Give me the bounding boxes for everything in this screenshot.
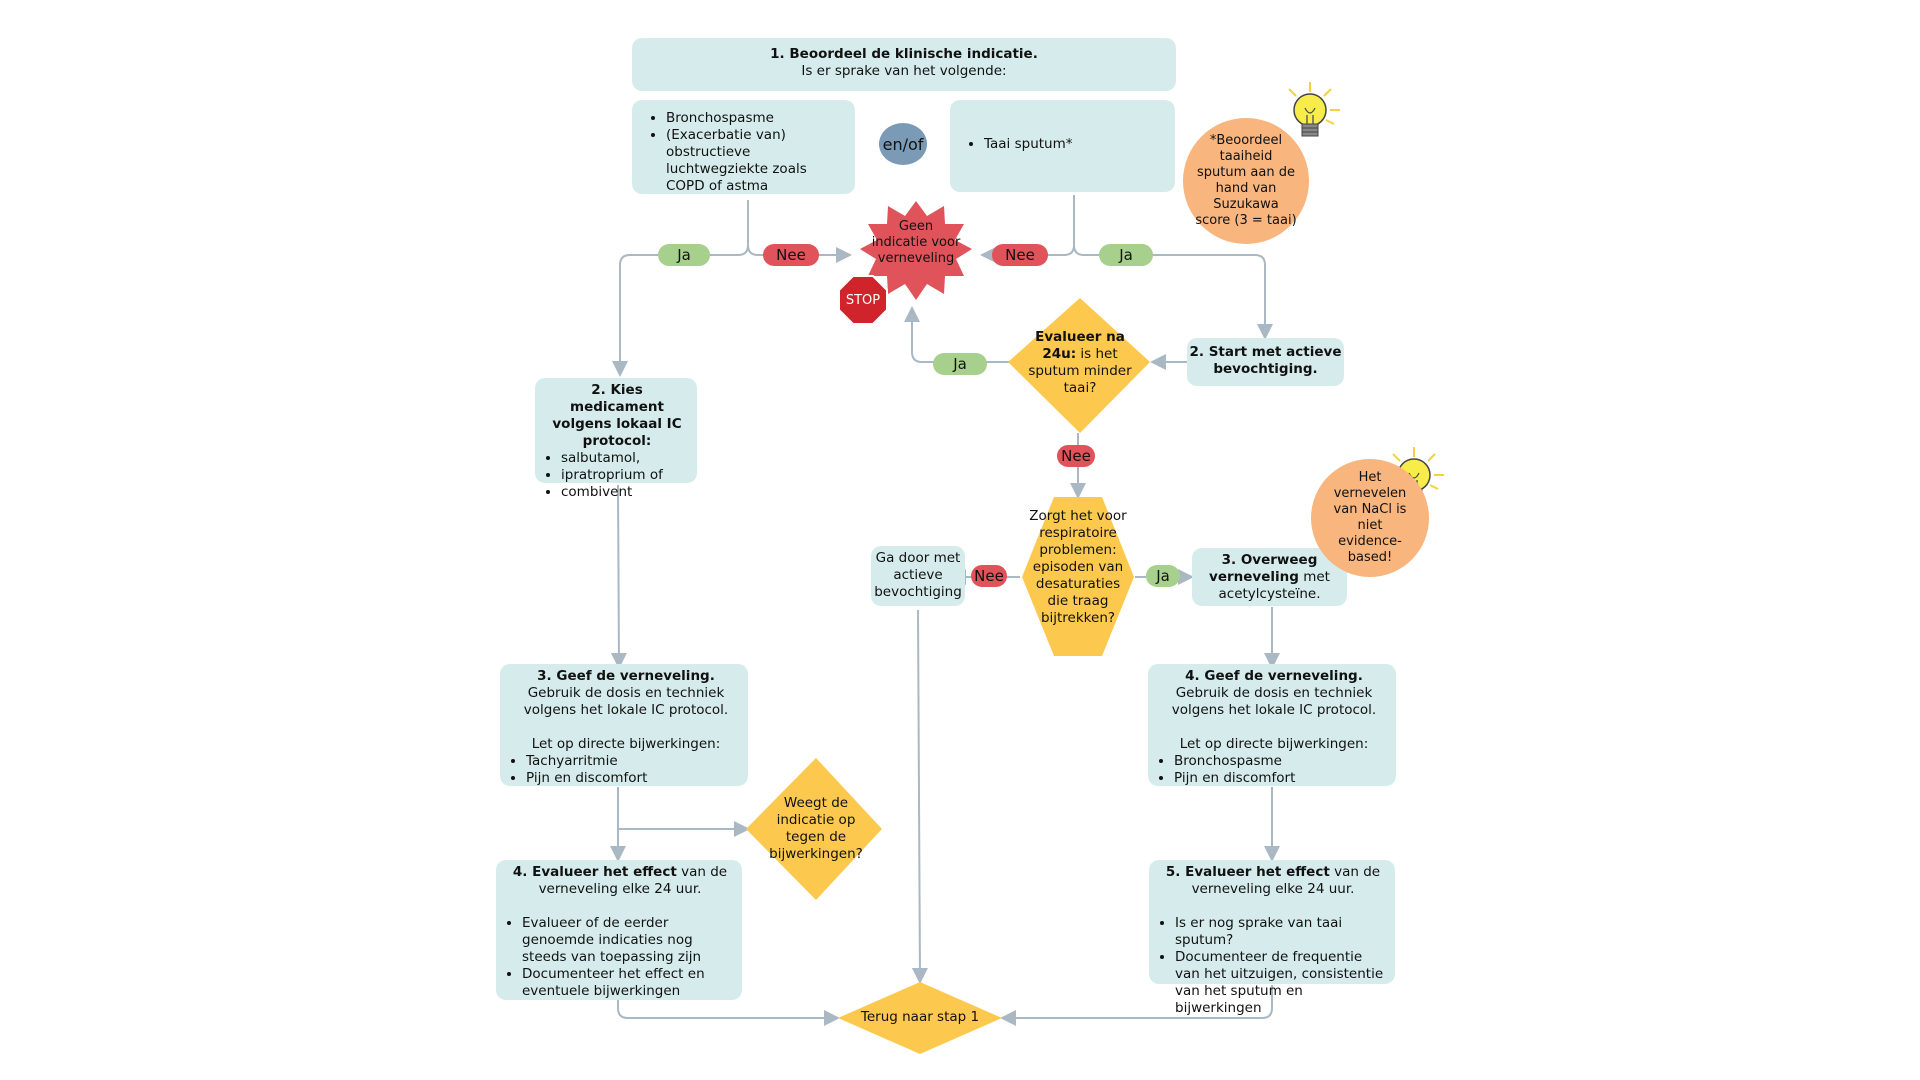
left-step4-text: 4. Evalueer het effect van de vernevelin… <box>506 864 734 898</box>
right-step2-box: 2. Start met actieve bevochtiging. <box>1187 338 1344 386</box>
right-step3-bold: 3. Overweeg verneveling <box>1209 552 1318 585</box>
right-step4-warn: Let op directe bijwerkingen: <box>1179 736 1369 752</box>
list-item: Bronchospasme <box>666 110 845 127</box>
left-step3-rest: Gebruik de dosis en techniek volgens het… <box>523 685 729 718</box>
right-step3-box: 3. Overweeg verneveling met acetylcysteï… <box>1192 548 1347 606</box>
no-label: Nee <box>1057 445 1095 467</box>
back-to-step1: Terug naar stap 1 <box>860 1009 980 1025</box>
left-step4-rest: van de verneveling elke 24 uur. <box>538 864 728 897</box>
yes-label: Ja <box>1146 565 1180 587</box>
left-step4-bold: 4. Evalueer het effect <box>512 864 677 880</box>
nacl-note-text: Het vernevelen van NaCl is niet evidence… <box>1333 470 1407 565</box>
stop-sign-label: STOP <box>845 293 881 308</box>
stop-sign-icon <box>838 275 888 325</box>
list-item: Is er nog sprake van taai sputum? <box>1175 915 1387 949</box>
list-item: Documenteer het effect en eventuele bijw… <box>522 966 734 1000</box>
list-item: Pijn en discomfort <box>526 770 742 787</box>
eval-24h-rest: is het sputum minder taai? <box>1028 346 1132 396</box>
respiratory-hexagon <box>1022 497 1134 656</box>
weigh-diamond <box>746 758 882 900</box>
left-step3-bold: 3. Geef de verneveling. <box>537 668 715 684</box>
no-label: Nee <box>763 244 819 266</box>
list-item: combivent <box>561 484 689 501</box>
left-step2-title: 2. Kies medicament volgens lokaal IC pro… <box>552 382 682 449</box>
step1-box: 1. Beoordeel de klinische indicatie. Is … <box>632 38 1176 91</box>
list-item: Bronchospasme <box>1174 753 1390 770</box>
respiratory-question: Zorgt het voor respiratoire problemen: e… <box>1029 508 1127 626</box>
continue-humidification-box: Ga door met actieve bevochtiging <box>871 546 965 606</box>
list-item: Evalueer of de eerder genoemde indicatie… <box>522 915 734 966</box>
list-item: salbutamol, <box>561 450 689 467</box>
back-diamond <box>838 982 1002 1054</box>
continue-humidification-text: Ga door met actieve bevochtiging <box>874 550 962 600</box>
right-step3-rest: met acetylcysteïne. <box>1218 569 1330 602</box>
right-step5-bold: 5. Evalueer het effect <box>1165 864 1330 880</box>
list-item: Documenteer de frequentie van het uitzui… <box>1175 949 1387 1017</box>
yes-label: Ja <box>1099 244 1153 266</box>
right-step5-text: 5. Evalueer het effect van de vernevelin… <box>1159 864 1387 898</box>
eval-24h-label: Evalueer na 24u: is het sputum minder ta… <box>1026 329 1134 397</box>
left-step3-warn: Let op directe bijwerkingen: <box>531 736 721 752</box>
no-indication-label: Geen indicatie voor verneveling <box>871 219 961 266</box>
yes-label: Ja <box>933 353 987 375</box>
eval-24h-bold: Evalueer na 24u: <box>1035 329 1125 362</box>
list-item: Pijn en discomfort <box>1174 770 1390 787</box>
no-indication-burst <box>860 201 972 300</box>
list-item: Taai sputum* <box>984 136 1165 153</box>
right-step5-rest: van de verneveling elke 24 uur. <box>1191 864 1381 897</box>
no-label: Nee <box>992 244 1048 266</box>
criteria-right-box: Taai sputum* <box>950 100 1175 192</box>
right-step4-rest: Gebruik de dosis en techniek volgens het… <box>1171 685 1377 718</box>
right-step2-title: 2. Start met actieve bevochtiging. <box>1189 344 1342 377</box>
yes-label: Ja <box>658 244 710 266</box>
step1-subtitle: Is er sprake van het volgende: <box>801 63 1007 79</box>
criteria-left-box: Bronchospasme (Exacerbatie van) obstruct… <box>632 100 855 194</box>
left-step4-box: 4. Evalueer het effect van de vernevelin… <box>496 860 742 1000</box>
eval-24h-diamond <box>1008 298 1150 433</box>
right-step4-box: 4. Geef de verneveling. Gebruik de dosis… <box>1148 664 1396 786</box>
suzukawa-note: *Beoordeel taaiheid sputum aan de hand v… <box>1183 118 1309 244</box>
list-item: ipratroprium of <box>561 467 689 484</box>
left-step3-text: 3. Geef de verneveling. Gebruik de dosis… <box>510 668 742 719</box>
right-step5-box: 5. Evalueer het effect van de vernevelin… <box>1149 860 1395 1016</box>
left-step2-box: 2. Kies medicament volgens lokaal IC pro… <box>535 378 697 500</box>
lightbulb-icon <box>1288 82 1340 137</box>
right-step4-text: 4. Geef de verneveling. Gebruik de dosis… <box>1158 668 1390 719</box>
and-or-badge: en/of <box>879 123 927 165</box>
right-step4-bold: 4. Geef de verneveling. <box>1185 668 1363 684</box>
suzukawa-note-text: *Beoordeel taaiheid sputum aan de hand v… <box>1195 133 1297 228</box>
weigh-question: Weegt de indicatie op tegen de bijwerkin… <box>769 795 863 862</box>
left-step3-box: 3. Geef de verneveling. Gebruik de dosis… <box>500 664 748 786</box>
no-label: Nee <box>971 565 1007 587</box>
list-item: (Exacerbatie van) obstructieve luchtwegz… <box>666 127 845 195</box>
step1-title: 1. Beoordeel de klinische indicatie. <box>770 46 1038 62</box>
nacl-note: Het vernevelen van NaCl is niet evidence… <box>1311 459 1429 577</box>
list-item: Tachyarritmie <box>526 753 742 770</box>
